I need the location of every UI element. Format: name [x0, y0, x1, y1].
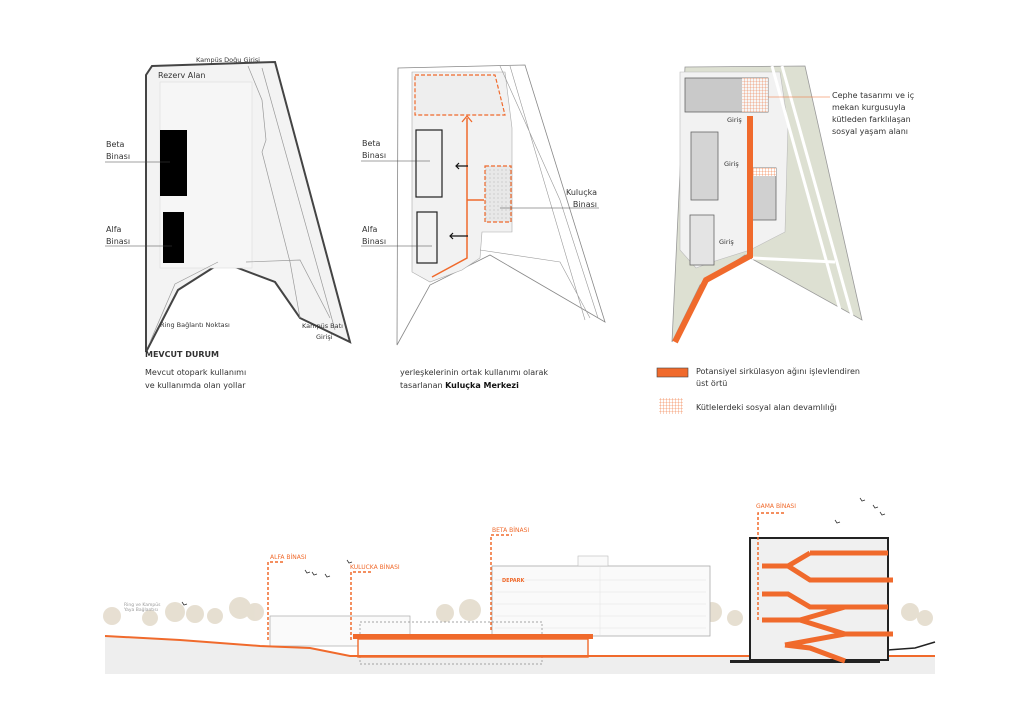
- alfa-building: [416, 211, 438, 264]
- ground-line: [104, 635, 935, 657]
- panel-description: Mevcut otopark kullanımı: [145, 368, 246, 377]
- road: [247, 65, 336, 331]
- beta-label: Binası: [106, 152, 130, 161]
- social-area-hatch: [742, 78, 768, 112]
- incubator-canopy: [353, 634, 593, 639]
- kulucka-section-label: KULUCKA BİNASI: [350, 564, 400, 571]
- road: [245, 259, 331, 319]
- arrow-left-icon: [449, 232, 468, 240]
- legend-label: Potansiyel sirkülasyon ağını işlevlendir…: [696, 367, 860, 376]
- panel-description: yerleşkelerinin ortak kullanımı olarak: [400, 368, 548, 377]
- site-section: ALFA BİNASI KULUCKA BİNASI BETA BİNASI G…: [103, 497, 936, 674]
- panel-description: tasarlanan Kuluçka Merkezi: [400, 381, 519, 390]
- ring-section-label: Ring ve Kampüs: [124, 602, 161, 608]
- social-area-hatch: [752, 168, 776, 176]
- west-entrance-label: Girişi: [316, 333, 333, 341]
- ring-point-label: Ring Bağlantı Noktası: [160, 321, 230, 329]
- legend-label: üst örtü: [696, 379, 727, 388]
- arrow-left-icon: [455, 162, 468, 170]
- east-entrance-label: Kampüs Doğu Girişi: [196, 56, 260, 64]
- ground: [105, 636, 935, 674]
- legend-canopy-swatch: [656, 367, 689, 378]
- legend-hatch-swatch: [659, 398, 683, 414]
- alfa-label: Alfa: [362, 225, 378, 234]
- panel-title: MEVCUT DURUM: [145, 350, 219, 359]
- callout-text: kütleden farklılaşan: [832, 115, 911, 124]
- callout-text: Cephe tasarımı ve iç: [832, 91, 914, 100]
- ring-road: [149, 261, 219, 343]
- circulation-path: [431, 118, 484, 278]
- panel-description: ve kullanımda olan yollar: [145, 381, 246, 390]
- callout-text: mekan kurgusuyla: [832, 103, 906, 112]
- beta-building: [160, 130, 187, 196]
- beta-building: [690, 131, 719, 201]
- alfa-building: [689, 214, 715, 266]
- beta-building: [415, 129, 443, 198]
- incubator-building: [751, 167, 777, 221]
- alfa-label: Alfa: [106, 225, 122, 234]
- beta-section-label: BETA BİNASI: [492, 527, 529, 534]
- incubator-building: [484, 165, 512, 223]
- reserve-area-label: Rezerv Alan: [158, 71, 205, 80]
- alfa-building: [163, 212, 184, 263]
- legend-label: Kütlelerdeki sosyal alan devamlılığı: [696, 403, 837, 412]
- ring-section-label: Yaya Bağlantısı: [123, 606, 158, 613]
- callout-text: sosyal yaşam alanı: [832, 127, 908, 136]
- gama-circulation-ramps: [762, 550, 893, 664]
- arrow-up-icon: [461, 114, 473, 123]
- panel-proposal: Beta Binası Alfa Binası Kuluçka Binası y…: [361, 64, 606, 390]
- alfa-section-label: ALFA BİNASI: [270, 554, 307, 561]
- entrance-label: Giriş: [724, 160, 739, 168]
- beta-label: Beta: [362, 139, 381, 148]
- beta-label: Beta: [106, 140, 125, 149]
- depark-label: DEPARK: [502, 578, 525, 584]
- entrance-label: Giriş: [727, 116, 742, 124]
- incubator-label: Binası: [573, 200, 597, 209]
- reserve-zone: [414, 74, 506, 116]
- panel-circulation: Giriş Giriş Giriş Cephe tasarımı ve iç m…: [656, 65, 914, 414]
- beta-label: Binası: [362, 151, 386, 160]
- beta-building-elevation: [491, 565, 711, 637]
- gama-building-section: [749, 537, 889, 661]
- alfa-label: Binası: [106, 237, 130, 246]
- circulation-canopy: [672, 116, 753, 344]
- panel-existing-state: Kampüs Doğu Girişi Rezerv Alan Beta Bina…: [105, 56, 352, 390]
- incubator-label: Kuluçka: [566, 188, 597, 197]
- alfa-label: Binası: [362, 237, 386, 246]
- west-entrance-label: Kampüs Batı: [302, 322, 343, 330]
- gama-section-label: GAMA BİNASI: [756, 503, 796, 510]
- entrance-label: Giriş: [719, 238, 734, 246]
- birds: [181, 497, 886, 606]
